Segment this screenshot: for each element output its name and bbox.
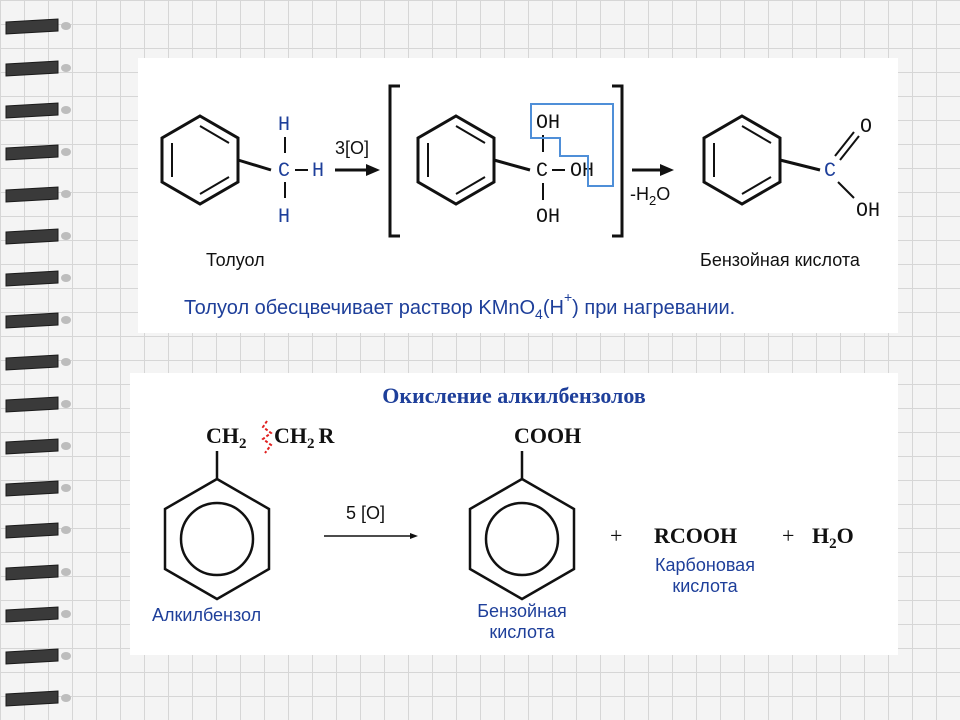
toluene-h-bottom: H <box>278 206 290 229</box>
benzoic-oxygen: O <box>860 116 872 139</box>
section-title: Окисление алкилбензолов <box>382 383 646 408</box>
benzoic-oh: OH <box>856 200 880 223</box>
spiral-hole <box>61 274 71 282</box>
toluene-benzene-ring <box>160 114 240 206</box>
plus-sign-2: + <box>782 523 794 548</box>
spiral-hole <box>61 106 71 114</box>
toluene-ring-bond <box>237 158 272 172</box>
spiral-ring <box>5 564 59 581</box>
spiral-hole <box>61 64 71 72</box>
spiral-hole <box>61 148 71 156</box>
spiral-hole <box>61 442 71 450</box>
benzoic-acid-ring <box>702 114 782 206</box>
intermediate-benzene-ring <box>416 114 496 206</box>
spiral-ring <box>5 144 59 161</box>
spiral-hole <box>61 400 71 408</box>
spiral-ring <box>5 270 59 287</box>
spiral-ring <box>5 396 59 413</box>
spiral-ring <box>5 648 59 665</box>
spiral-ring <box>5 690 59 707</box>
spiral-binding <box>5 18 71 707</box>
benzoic-acid-ring-bottom <box>468 477 576 601</box>
kmno4-note: Толуол обесцвечивает раствор KMnO4(H+) п… <box>184 289 735 322</box>
spiral-ring <box>5 60 59 77</box>
carboxylic-acid-label-line1: Карбоновая <box>655 555 755 575</box>
spiral-ring <box>5 312 59 329</box>
spiral-hole <box>61 22 71 30</box>
spiral-ring <box>5 186 59 203</box>
spiral-ring <box>5 102 59 119</box>
spiral-ring <box>5 606 59 623</box>
intermediate-oh-right: OH <box>570 160 594 183</box>
carboxylic-acid-label-line2: кислота <box>672 576 738 596</box>
spiral-hole <box>61 190 71 198</box>
benzoic-carbon: C <box>824 160 836 183</box>
spiral-ring <box>5 228 59 245</box>
spiral-hole <box>61 568 71 576</box>
intermediate-oh-bottom: OH <box>536 206 560 229</box>
water-formula: H2O <box>812 523 854 552</box>
alkyl-chain-ch2-a: CH2 <box>206 423 247 452</box>
spiral-hole <box>61 316 71 324</box>
alkylbenzene-ring <box>163 477 271 601</box>
arrowhead-3 <box>410 533 418 539</box>
toluene-h-right: H <box>312 160 324 183</box>
water-elimination-label: -H2O <box>630 184 670 208</box>
bond-cleavage-mark <box>261 420 273 454</box>
benzoic-acid-label: Бензойная кислота <box>700 250 861 270</box>
alkylbenzene-label: Алкилбензол <box>152 605 261 625</box>
toluene-h-top: H <box>278 114 290 137</box>
benzoic-ring-bond <box>779 158 821 172</box>
spiral-ring <box>5 480 59 497</box>
spiral-hole <box>61 652 71 660</box>
spiral-hole <box>61 484 71 492</box>
spiral-hole <box>61 358 71 366</box>
left-bracket <box>388 84 400 238</box>
arrowhead-1 <box>366 164 380 176</box>
spiral-ring <box>5 18 59 35</box>
reagent-3o: 3[O] <box>335 138 369 158</box>
intermediate-ring-bond <box>493 158 531 172</box>
carboxyl-group: COOH <box>514 423 581 448</box>
intermediate-carbon: C <box>536 160 548 183</box>
right-bracket <box>612 84 624 238</box>
carbonyl-bond-a <box>834 131 855 157</box>
spiral-hole <box>61 610 71 618</box>
toluene-label: Толуол <box>206 250 265 270</box>
spiral-ring <box>5 438 59 455</box>
spiral-hole <box>61 232 71 240</box>
hydroxyl-bond <box>837 181 855 199</box>
toluene-carbon: C <box>278 160 290 183</box>
spiral-hole <box>61 526 71 534</box>
benzoic-acid-label-line2: кислота <box>489 622 555 642</box>
water-elimination-box <box>530 103 614 187</box>
benzoic-acid-label-line1: Бензойная <box>477 601 567 621</box>
carbonyl-bond-b <box>839 135 860 161</box>
intermediate-oh-top: OH <box>536 112 560 135</box>
spiral-ring <box>5 522 59 539</box>
carboxylic-acid-formula: RCOOH <box>654 523 737 548</box>
spiral-ring <box>5 354 59 371</box>
reagent-5o: 5 [O] <box>346 503 385 523</box>
plus-sign-1: + <box>610 523 622 548</box>
arrowhead-2 <box>660 164 674 176</box>
toluene-oxidation-scheme: H C H H Толуол 3[O] OH C OH OH <box>160 84 880 322</box>
toluene-oxidation-panel: H C H H Толуол 3[O] OH C OH OH <box>138 58 898 333</box>
spiral-hole <box>61 694 71 702</box>
